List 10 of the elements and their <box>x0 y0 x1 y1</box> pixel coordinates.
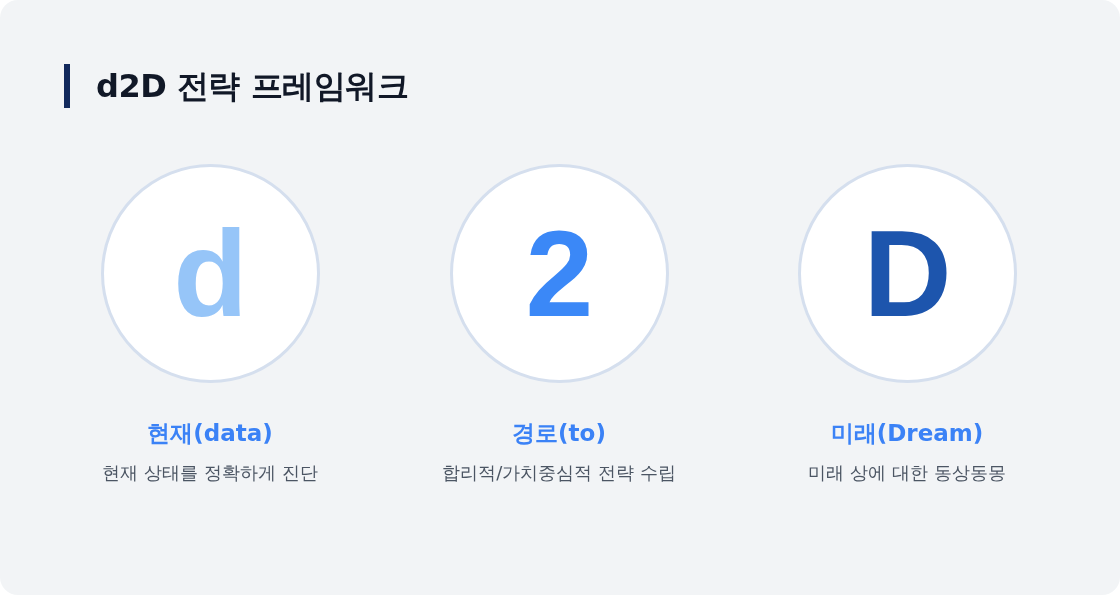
stage-heading: 경로(to) <box>512 419 606 448</box>
diagram-title: d2D 전략 프레임워크 <box>96 66 408 106</box>
stage-heading: 현재(data) <box>147 419 273 448</box>
letter-circle: D <box>798 164 1017 383</box>
letter-circle: d <box>101 164 320 383</box>
stage-description: 현재 상태를 정확하게 진단 <box>102 461 318 485</box>
stage-description: 미래 상에 대한 동상동몽 <box>808 461 1006 485</box>
letter-circle: 2 <box>450 164 669 383</box>
stage-heading: 미래(Dream) <box>830 419 984 448</box>
stage-description: 합리적/가치중심적 전략 수립 <box>442 461 676 485</box>
